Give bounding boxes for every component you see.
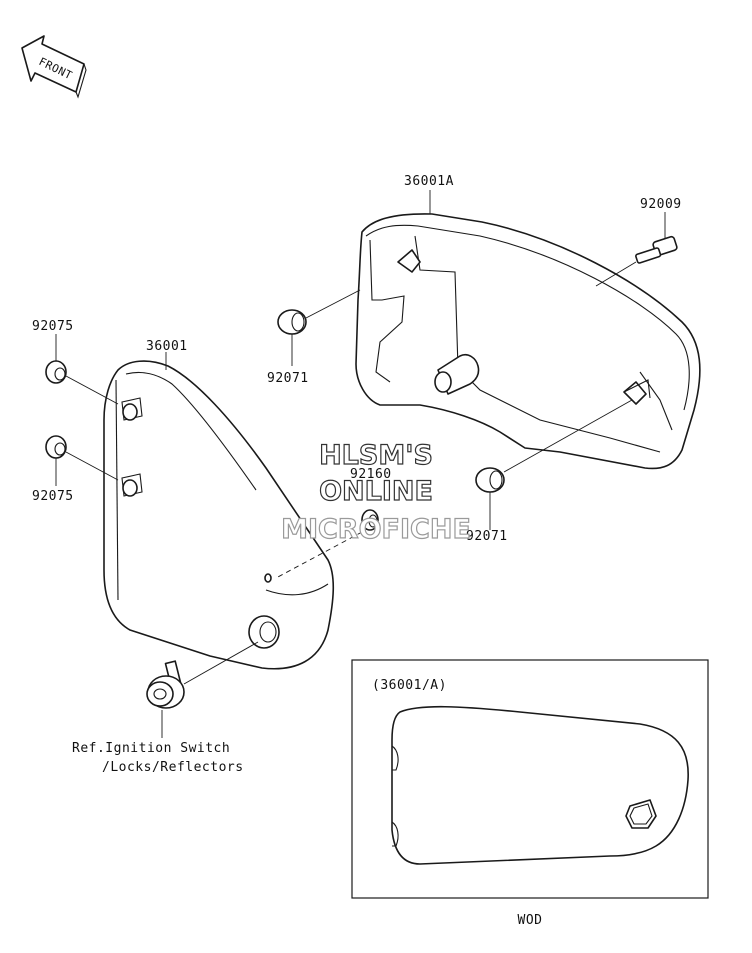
- grommet-icon: [277, 289, 361, 335]
- label-grommet-lower-left: 92075: [32, 489, 74, 504]
- grommet-icon: [45, 435, 119, 481]
- inset-title: (36001/A): [372, 678, 447, 693]
- ref-note-line1: Ref.Ignition Switch: [72, 741, 230, 756]
- lock-icon: [146, 641, 259, 709]
- inset-caption: WOD: [518, 913, 543, 928]
- label-grommet-upper-mid: 92071: [267, 371, 309, 386]
- side-cover-right: [355, 213, 701, 470]
- watermark-line3: MICROFICHE: [281, 514, 471, 545]
- label-bolt: 92009: [640, 197, 682, 212]
- watermark-line2: ONLINE: [319, 476, 433, 507]
- label-grommet-lower-mid: 92071: [466, 529, 508, 544]
- ref-note-line2: /Locks/Reflectors: [102, 760, 244, 775]
- label-grommet-upper-left: 92075: [32, 319, 74, 334]
- watermark: HLSM'S ONLINE MICROFICHE: [280, 439, 471, 545]
- inset-panel: (36001/A) WOD: [351, 659, 709, 928]
- grommet-icon: [275, 509, 379, 579]
- label-grommet-center: 92160: [350, 467, 392, 482]
- grommet-icon: [475, 399, 633, 493]
- front-arrow-icon: FRONT: [21, 35, 87, 99]
- watermark-line1: HLSM'S: [319, 440, 433, 471]
- label-cover-right: 36001A: [404, 174, 454, 189]
- side-cover-left: [103, 360, 335, 670]
- bolt-icon: [595, 235, 678, 287]
- label-cover-left: 36001: [146, 339, 188, 354]
